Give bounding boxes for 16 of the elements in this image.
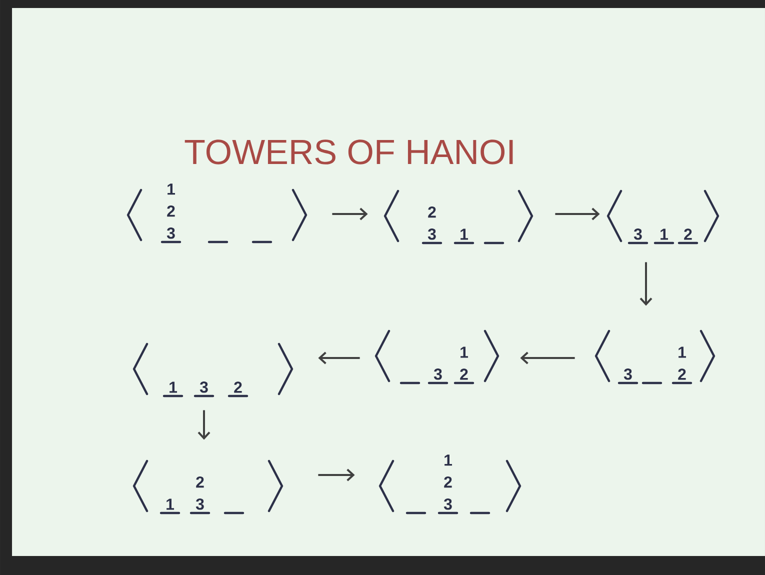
arrow xyxy=(318,352,360,364)
title: TOWERS OF HANOI xyxy=(184,140,513,164)
arrow xyxy=(332,208,368,220)
state-tuple: 1 2 3 xyxy=(126,184,308,244)
arrow xyxy=(198,410,210,440)
arrow xyxy=(318,468,355,482)
state-tuple: 3 1 2 xyxy=(606,190,720,244)
arrow xyxy=(640,262,652,306)
state-tuple: 1 2 3 xyxy=(378,454,522,514)
state-tuple: 3 1 2 xyxy=(594,330,716,384)
arrow xyxy=(520,352,575,364)
state-tuple: 1 2 3 xyxy=(132,460,284,514)
arrow xyxy=(555,208,600,220)
state-tuple: 1 3 2 xyxy=(132,342,294,398)
state-tuple: 2 3 1 xyxy=(384,190,534,244)
state-tuple: 3 1 2 xyxy=(374,330,500,384)
